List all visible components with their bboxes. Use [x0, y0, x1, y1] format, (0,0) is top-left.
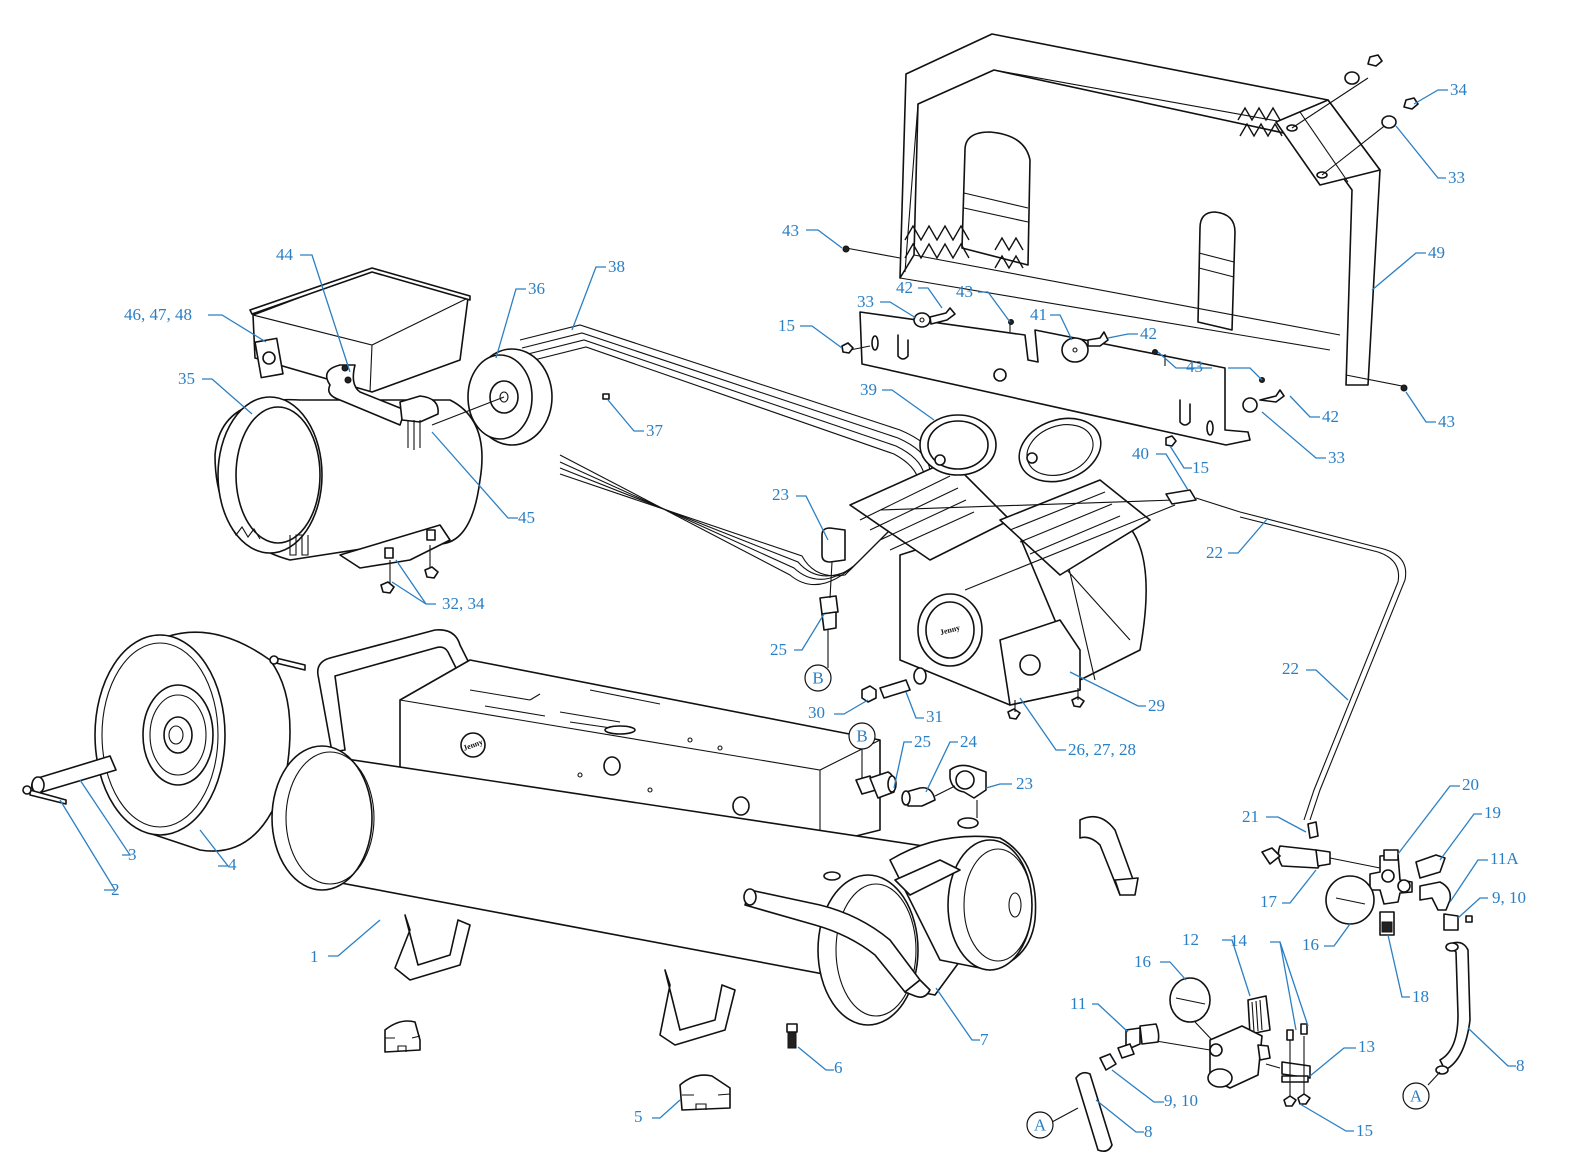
- callout-5: 5: [634, 1107, 643, 1126]
- callout-23-tank: 23: [1016, 774, 1033, 793]
- callout-17: 17: [1260, 892, 1278, 911]
- callout-25-tank: 25: [914, 732, 931, 751]
- callout-15-bottom: 15: [1356, 1121, 1373, 1140]
- callout-33-bracket-left: 33: [857, 292, 874, 311]
- callout-11: 11: [1070, 994, 1086, 1013]
- callout-45: 45: [518, 508, 535, 527]
- callout-41: 41: [1030, 305, 1047, 324]
- pressure-switch-manifold: [1261, 821, 1473, 1075]
- callout-3: 3: [128, 845, 137, 864]
- electric-motor: [214, 267, 483, 594]
- callout-12: 12: [1182, 930, 1199, 949]
- callout-43-bracket-top: 43: [956, 282, 973, 301]
- callouts: 1 2 3 4 5 6 7 8 8 9, 10 9, 10 11: [59, 80, 1526, 1141]
- callout-8-left: 8: [1144, 1122, 1153, 1141]
- callout-44: 44: [276, 245, 294, 264]
- callout-42-bracket-right: 42: [1322, 407, 1339, 426]
- callout-42-bracket-left: 42: [896, 278, 913, 297]
- drain-valve: [786, 1023, 798, 1049]
- callout-34: 34: [1450, 80, 1468, 99]
- discharge-tube: [1239, 511, 1407, 821]
- svg-text:B: B: [856, 727, 867, 746]
- callout-26-27-28: 26, 27, 28: [1068, 740, 1136, 759]
- tank-fittings: [855, 764, 987, 818]
- callout-33-top-right: 33: [1448, 168, 1465, 187]
- svg-text:B: B: [812, 669, 823, 688]
- tank-handle: [316, 628, 471, 753]
- wheel-assembly: [22, 631, 306, 852]
- callout-16-regulator: 16: [1134, 952, 1151, 971]
- callout-2: 2: [111, 880, 120, 899]
- callout-25-pump: 25: [770, 640, 787, 659]
- callout-46-47-48: 46, 47, 48: [124, 305, 192, 324]
- callout-35: 35: [178, 369, 195, 388]
- svg-text:A: A: [1034, 1116, 1047, 1135]
- callout-39: 39: [860, 380, 877, 399]
- connector-A-right: A: [1402, 1071, 1441, 1110]
- connector-B-tank: B: [848, 722, 876, 778]
- callout-1: 1: [310, 947, 319, 966]
- callout-36: 36: [528, 279, 545, 298]
- svg-text:A: A: [1410, 1087, 1423, 1106]
- callout-22-upper: 22: [1206, 543, 1223, 562]
- callout-24: 24: [960, 732, 978, 751]
- callout-11a: 11A: [1490, 849, 1519, 868]
- callout-13: 13: [1358, 1037, 1375, 1056]
- compressor-pump: Jenny: [819, 414, 1241, 720]
- motor-pulley-and-belt: [431, 324, 937, 586]
- callout-43-guard-left: 43: [782, 221, 799, 240]
- callout-6: 6: [834, 1058, 843, 1077]
- guard-bracket: [841, 307, 1285, 447]
- callout-18: 18: [1412, 987, 1429, 1006]
- rubber-feet: [384, 1020, 731, 1111]
- callout-21: 21: [1242, 807, 1259, 826]
- callout-19: 19: [1484, 803, 1501, 822]
- callout-31: 31: [926, 707, 943, 726]
- callout-9-10-left: 9, 10: [1164, 1091, 1198, 1110]
- callout-8-right: 8: [1516, 1056, 1525, 1075]
- callout-16-manifold: 16: [1302, 935, 1319, 954]
- belt-guard: [842, 33, 1419, 392]
- callout-30: 30: [808, 703, 825, 722]
- air-tank: [271, 745, 1139, 1046]
- callout-40: 40: [1132, 444, 1149, 463]
- callout-7: 7: [980, 1030, 989, 1049]
- callout-42-bracket-mid: 42: [1140, 324, 1157, 343]
- regulator-assembly: [1075, 977, 1311, 1152]
- callout-43-guard-right: 43: [1438, 412, 1455, 431]
- callout-37: 37: [646, 421, 664, 440]
- connector-B-pump: B: [804, 664, 832, 692]
- callout-38: 38: [608, 257, 625, 276]
- callout-33-bracket-right: 33: [1328, 448, 1345, 467]
- callout-4: 4: [228, 855, 237, 874]
- callout-9-10-right: 9, 10: [1492, 888, 1526, 907]
- callout-22-lower: 22: [1282, 659, 1299, 678]
- callout-43-bracket-mid: 43: [1186, 357, 1203, 376]
- callout-23-pump: 23: [772, 485, 789, 504]
- callout-15-bracket-right: 15: [1192, 458, 1209, 477]
- callout-49: 49: [1428, 243, 1445, 262]
- callout-14: 14: [1230, 931, 1248, 950]
- callout-29: 29: [1148, 696, 1165, 715]
- callout-32-34: 32, 34: [442, 594, 485, 613]
- connector-A-left: A: [1026, 1107, 1079, 1139]
- callout-20: 20: [1462, 775, 1479, 794]
- callout-15-bracket-left: 15: [778, 316, 795, 335]
